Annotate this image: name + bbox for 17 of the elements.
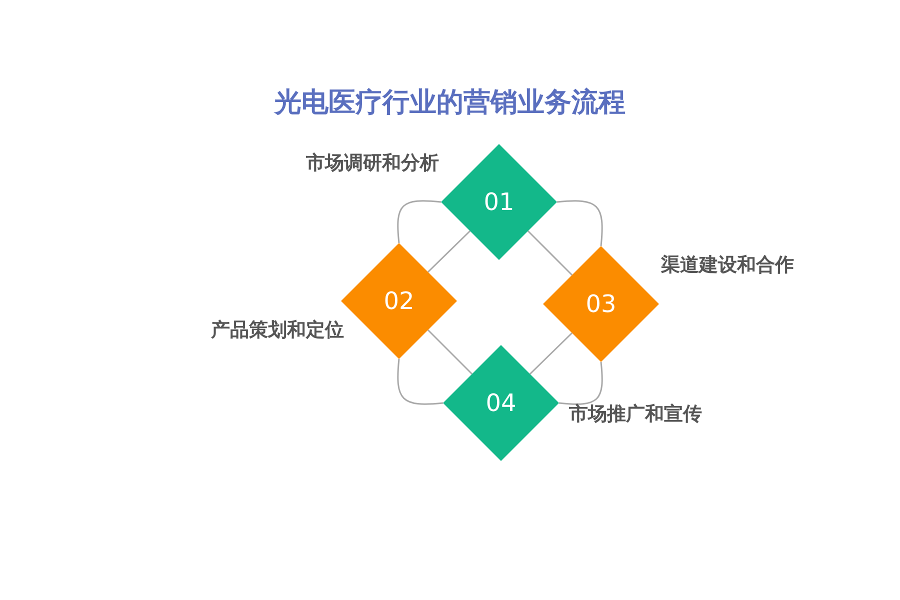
connector-line (527, 230, 573, 276)
connector-line (427, 230, 471, 273)
connector-line (529, 332, 573, 375)
step-label: 产品策划和定位 (211, 318, 344, 343)
curved-connector (397, 358, 444, 405)
step-number: 02 (384, 287, 414, 315)
step-label: 市场调研和分析 (306, 151, 439, 176)
curved-connector (397, 200, 442, 244)
curved-connector (558, 362, 603, 405)
connector-line (427, 329, 473, 375)
title: 光电医疗行业的营销业务流程 (272, 86, 626, 120)
step-number: 04 (486, 389, 516, 417)
step-number: 03 (586, 290, 616, 318)
step-number: 01 (484, 188, 514, 216)
step-label: 渠道建设和合作 (661, 253, 794, 278)
curved-connector (556, 200, 603, 246)
step-label: 市场推广和宣传 (569, 402, 702, 427)
